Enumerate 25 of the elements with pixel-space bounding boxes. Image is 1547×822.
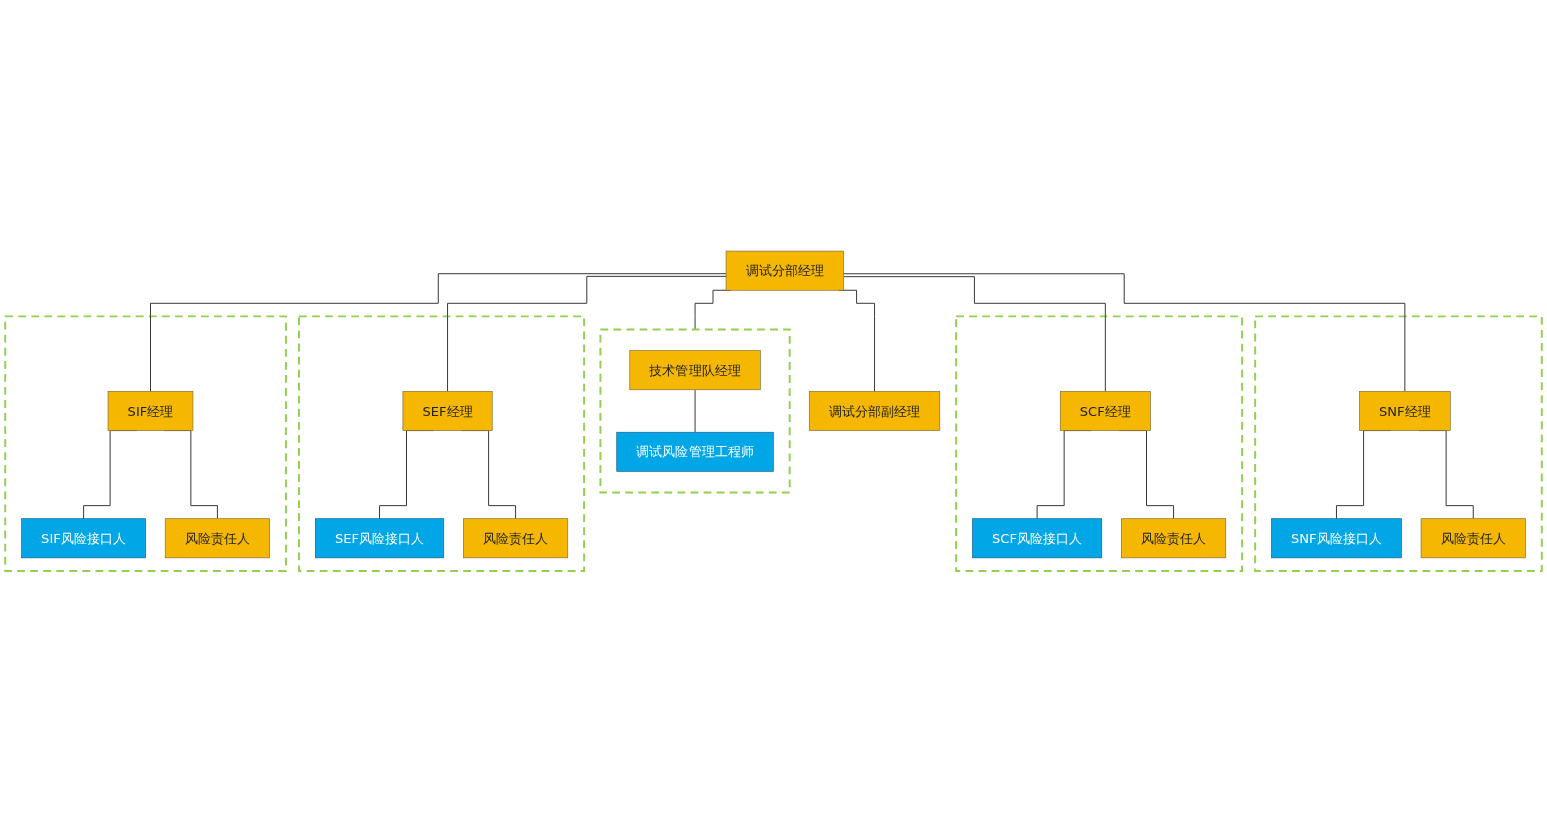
cluster [955,315,1244,572]
cluster [599,328,791,494]
node-box: 调试风险管理工程师 [616,431,774,472]
node-box: SEF经理 [402,391,493,431]
node-box: 调试分部副经理 [808,391,941,431]
node-box: SCF经理 [1059,391,1151,431]
node-box: SIF经理 [107,391,194,431]
node-box: 风险责任人 [1420,518,1526,559]
node-box: SCF风险接口人 [972,518,1103,559]
cluster [298,315,586,572]
connector [843,276,1106,392]
connector [150,273,727,392]
cluster [1254,315,1543,572]
node-box: SNF经理 [1359,391,1451,431]
node-box: 风险责任人 [463,518,569,559]
node-box: SIF风险接口人 [21,518,146,559]
node-box: 技术管理队经理 [629,350,761,391]
node-box: SNF风险接口人 [1271,518,1402,559]
node-box: 风险责任人 [1121,518,1227,559]
connector [447,275,727,392]
cluster [4,315,287,572]
node-box: 风险责任人 [164,518,270,559]
connector [843,273,1406,392]
node-box: 调试分部经理 [725,250,844,291]
node-box: SEF风险接口人 [315,518,445,559]
